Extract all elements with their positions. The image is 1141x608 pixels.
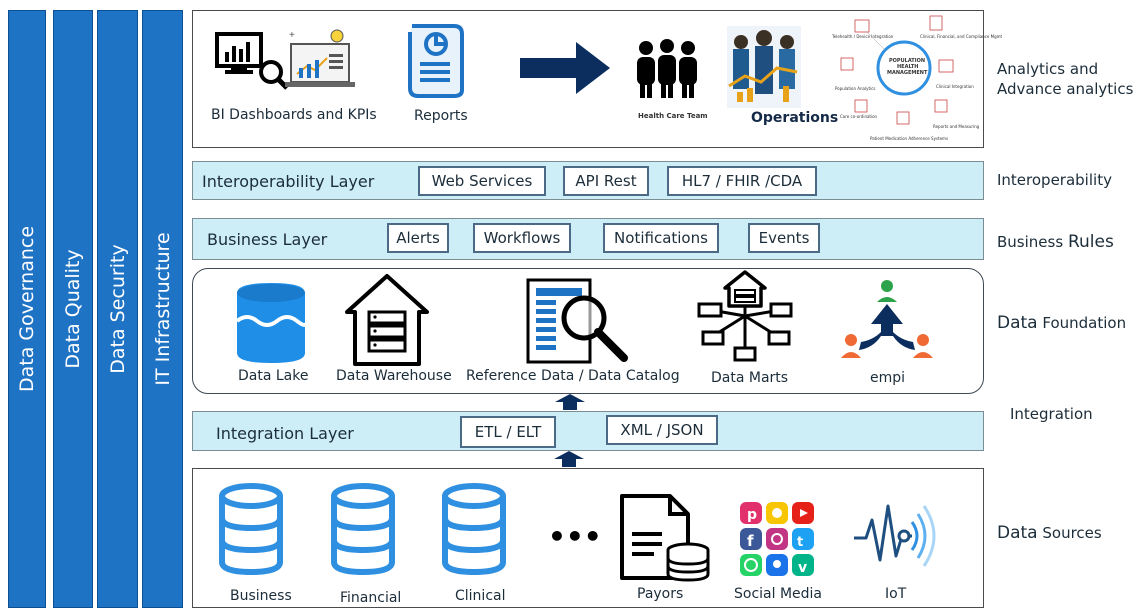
arrow-right-icon bbox=[520, 42, 610, 94]
right-label-business-rules-b: Rules bbox=[1067, 232, 1114, 252]
svg-text:p: p bbox=[747, 507, 757, 523]
chip-alerts: Alerts bbox=[387, 223, 449, 253]
empi-label: empi bbox=[870, 370, 906, 386]
population-health-management-icon bbox=[840, 15, 954, 125]
right-label-business-rules: Business Rules bbox=[997, 232, 1114, 252]
clinical-source-label: Clinical bbox=[455, 588, 506, 604]
payors-source-label: Payors bbox=[637, 586, 684, 602]
pillar-data-quality: Data Quality bbox=[53, 10, 93, 608]
chip-hl7-fhir-cda: HL7 / FHIR /CDA bbox=[667, 166, 817, 196]
data-marts-label: Data Marts bbox=[711, 370, 789, 386]
data-lake-icon bbox=[235, 283, 309, 363]
integration-layer-label: Integration Layer bbox=[216, 424, 354, 443]
data-lake-label: Data Lake bbox=[238, 368, 309, 384]
bi-dashboards-label: BI Dashboards and KPIs bbox=[211, 107, 377, 123]
operations-icon bbox=[727, 26, 801, 108]
data-warehouse-label: Data Warehouse bbox=[336, 368, 452, 384]
business-layer bbox=[192, 218, 984, 260]
reports-label: Reports bbox=[414, 108, 468, 124]
right-label-data-foundation: Data Foundation bbox=[997, 313, 1126, 333]
business-layer-label: Business Layer bbox=[207, 230, 328, 249]
business-database-icon bbox=[219, 483, 283, 576]
payors-document-icon bbox=[620, 494, 710, 582]
right-label-data-sources-b: Sources bbox=[1042, 524, 1102, 542]
chip-web-services: Web Services bbox=[418, 166, 546, 196]
phm-center-line-1: POPULATION bbox=[889, 58, 926, 64]
business-source-label: Business bbox=[230, 588, 292, 604]
svg-text:v: v bbox=[798, 560, 807, 576]
interoperability-layer-label: Interoperability Layer bbox=[202, 172, 375, 191]
chip-api-rest: API Rest bbox=[563, 166, 649, 196]
social-media-source-label: Social Media bbox=[734, 586, 823, 602]
phm-center-line-3: MANAGEMENT bbox=[887, 70, 928, 76]
svg-text:t: t bbox=[797, 535, 803, 550]
chip-etl-elt: ETL / ELT bbox=[460, 416, 556, 448]
reference-data-catalog-label: Reference Data / Data Catalog bbox=[466, 368, 680, 384]
chip-notifications: Notifications bbox=[603, 223, 719, 253]
pillar-it-infrastructure: IT Infrastructure bbox=[142, 10, 183, 608]
right-label-data-sources: Data Sources bbox=[997, 523, 1102, 543]
pillar-data-quality-label: Data Quality bbox=[62, 249, 84, 369]
phm-item-7: Patient Medication Adherence Systems bbox=[870, 136, 949, 141]
phm-item-3: Population Analytics bbox=[835, 86, 876, 91]
iot-icon bbox=[854, 504, 936, 567]
ellipsis: ••• bbox=[548, 520, 602, 553]
phm-item-4: Clinical Integration bbox=[936, 84, 974, 89]
chip-xml-json: XML / JSON bbox=[606, 415, 718, 445]
integration-layer bbox=[192, 411, 984, 451]
pillar-it-infrastructure-label: IT Infrastructure bbox=[151, 232, 174, 386]
reference-data-catalog-icon bbox=[526, 278, 628, 364]
health-care-team-icon bbox=[637, 39, 697, 98]
data-warehouse-icon bbox=[345, 274, 429, 366]
right-label-business-rules-a: Business bbox=[997, 233, 1064, 251]
chip-events: Events bbox=[748, 223, 820, 253]
phm-item-2: Clinical, Financial, and Compliance Mgmt bbox=[920, 34, 1003, 39]
data-marts-icon bbox=[697, 270, 793, 362]
svg-text:+: + bbox=[289, 30, 295, 41]
phm-item-5: Care co-ordination bbox=[840, 114, 878, 119]
phm-item-6: Reports and Measuring bbox=[933, 124, 980, 129]
pillar-data-security: Data Security bbox=[97, 10, 138, 608]
health-care-team-label: Health Care Team bbox=[638, 112, 708, 120]
right-label-integration: Integration bbox=[1010, 405, 1093, 423]
arrow-up-icon bbox=[554, 451, 584, 467]
operations-label: Operations bbox=[751, 110, 839, 126]
bi-dashboard-icon: + bbox=[215, 29, 355, 90]
right-label-interoperability: Interoperability bbox=[997, 171, 1112, 189]
right-label-data-sources-a: Data bbox=[997, 523, 1038, 543]
reports-icon bbox=[408, 24, 464, 98]
arrow-up-icon bbox=[555, 394, 585, 410]
clinical-database-icon bbox=[442, 483, 506, 576]
pillar-data-governance: Data Governance bbox=[8, 10, 46, 608]
financial-source-label: Financial bbox=[340, 590, 402, 606]
svg-text:f: f bbox=[747, 532, 754, 550]
phm-center-line-2: HEALTH bbox=[897, 64, 919, 70]
empi-icon bbox=[841, 280, 933, 358]
pillar-data-security-label: Data Security bbox=[106, 244, 129, 374]
phm-item-1: Telehealth / Device Integration bbox=[832, 34, 894, 39]
right-label-data-foundation-b: Foundation bbox=[1042, 314, 1127, 332]
iot-source-label: IoT bbox=[885, 586, 907, 602]
right-label-analytics-2: Advance analytics bbox=[997, 80, 1134, 98]
right-label-analytics-1: Analytics and bbox=[997, 60, 1099, 78]
right-label-data-foundation-a: Data bbox=[997, 313, 1038, 333]
social-media-icon: p f t v bbox=[740, 502, 814, 576]
pillar-data-governance-label: Data Governance bbox=[16, 225, 38, 393]
financial-database-icon bbox=[331, 483, 395, 576]
chip-workflows: Workflows bbox=[473, 223, 571, 253]
